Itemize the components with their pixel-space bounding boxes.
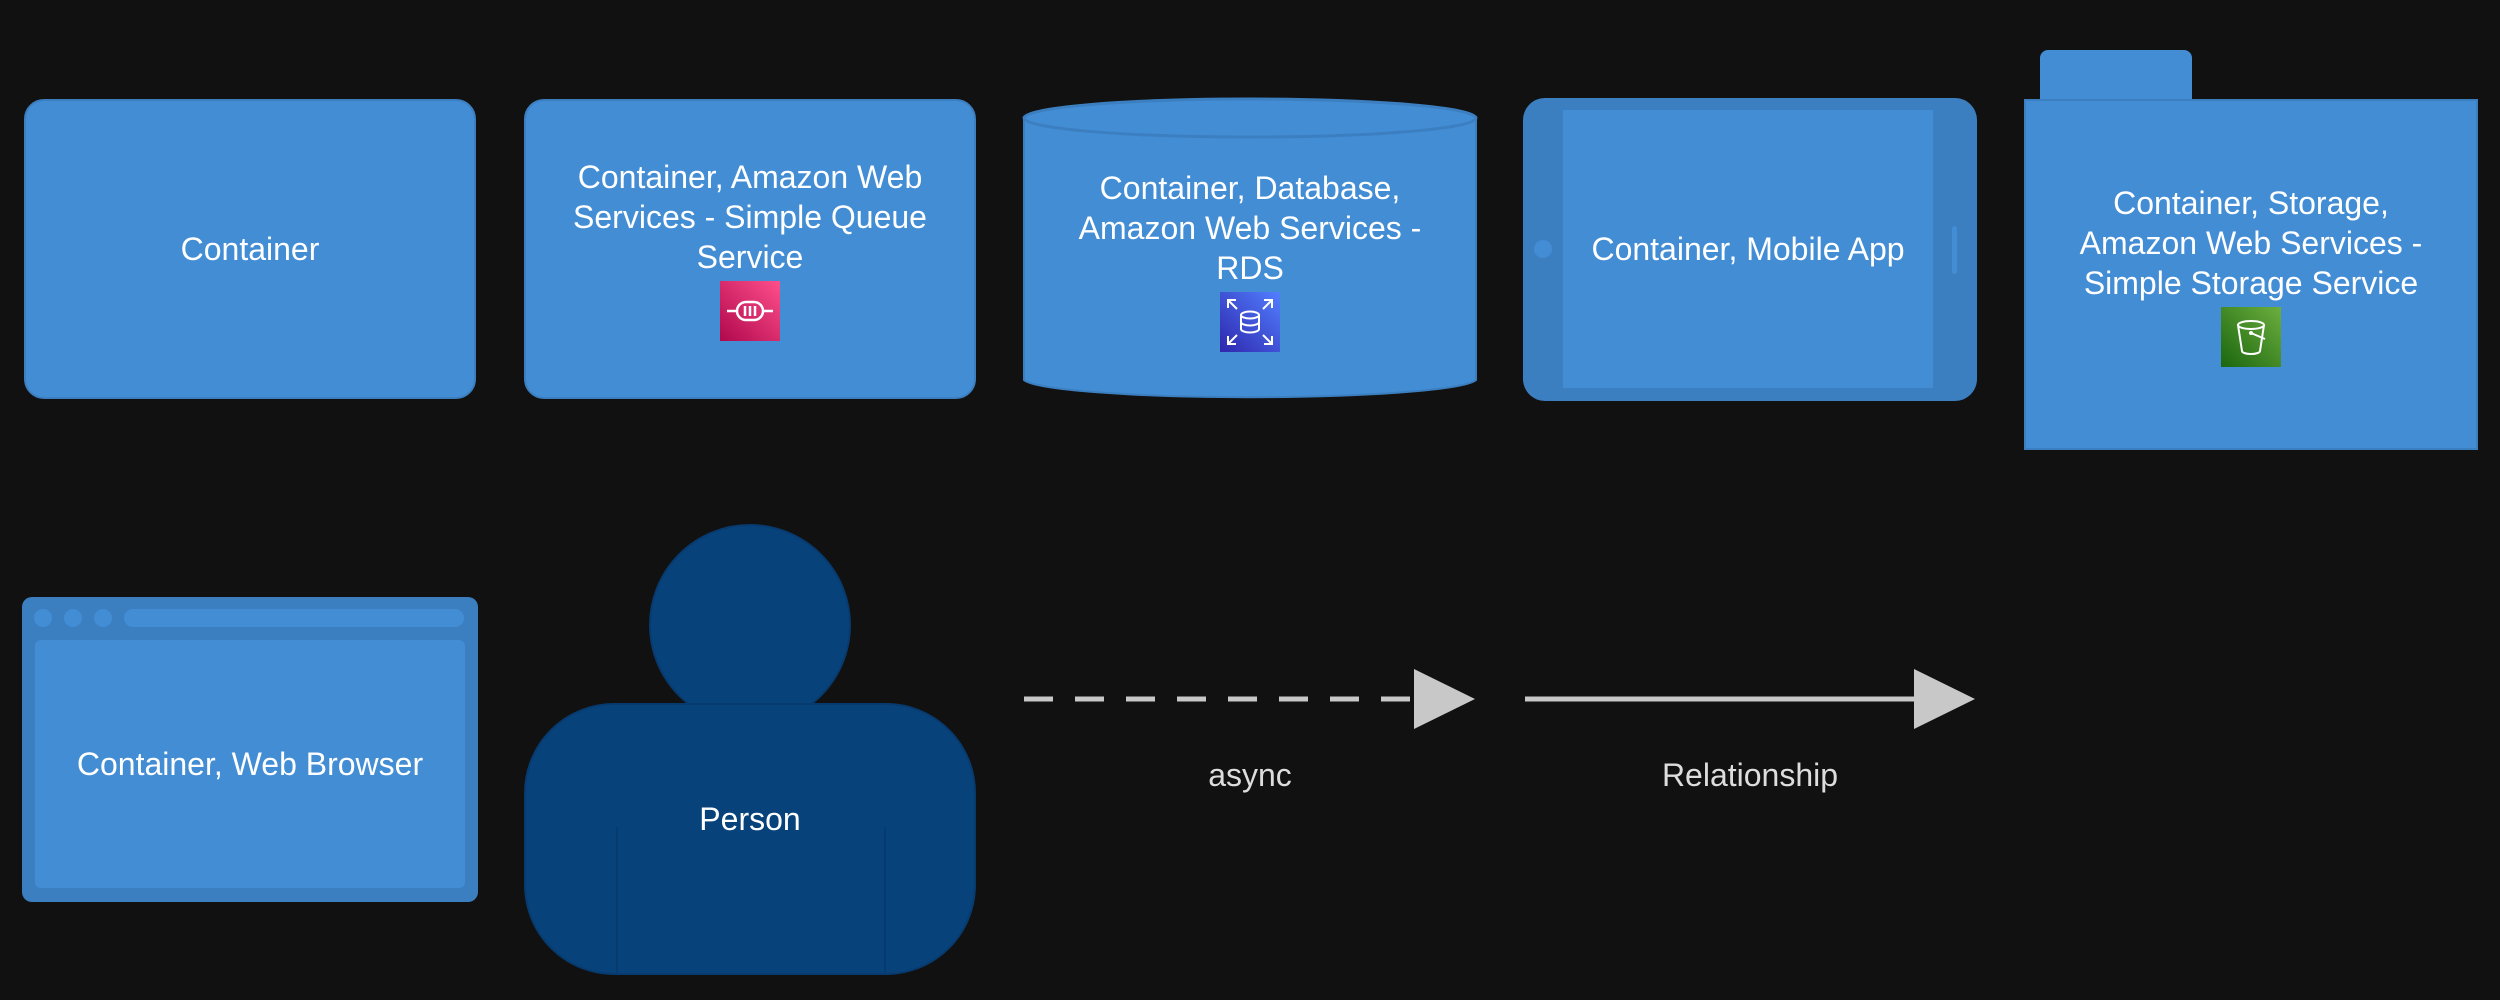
s3-folder-tab	[2040, 50, 2192, 102]
container-label: Container	[180, 231, 320, 267]
mobile-app-frame[interactable]: Container, Mobile App	[1523, 98, 1977, 401]
relationship-label: Relationship	[1661, 757, 1839, 793]
browser-address-bar	[124, 609, 464, 627]
rds-icon	[1220, 292, 1280, 352]
async-arrow-head	[1414, 669, 1475, 729]
s3-bucket-icon	[2221, 306, 2281, 367]
person-arm-left	[616, 827, 618, 973]
rds-container-label: Container, Database, Amazon Web Services…	[1078, 170, 1422, 286]
browser-dot-1	[34, 609, 52, 627]
browser-dot-3	[94, 609, 112, 627]
mobile-side-bar	[1952, 226, 1957, 274]
sqs-container-label: Container, Amazon Web Services - Simple …	[573, 159, 927, 275]
s3-container-node[interactable]: Container, Storage, Amazon Web Services …	[2024, 99, 2478, 450]
person-head	[649, 524, 851, 726]
browser-dot-2	[64, 609, 82, 627]
s3-container-label: Container, Storage, Amazon Web Services …	[2079, 184, 2423, 301]
rds-container-node[interactable]: Container, Database, Amazon Web Services…	[1024, 140, 1476, 380]
browser-viewport: Container, Web Browser	[35, 640, 465, 888]
mobile-app-screen: Container, Mobile App	[1563, 110, 1933, 388]
sqs-icon	[720, 281, 780, 341]
person-body[interactable]: Person	[524, 703, 976, 975]
web-browser-frame[interactable]: Container, Web Browser	[22, 597, 478, 902]
container-node[interactable]: Container	[24, 99, 476, 399]
async-label: async	[1208, 757, 1292, 793]
mobile-home-button	[1534, 240, 1552, 258]
sqs-container-node[interactable]: Container, Amazon Web Services - Simple …	[524, 99, 976, 399]
mobile-app-label: Container, Mobile App	[1591, 231, 1905, 267]
person-arm-right	[884, 827, 886, 973]
relationship-arrow-head	[1914, 669, 1975, 729]
person-label: Person	[699, 801, 801, 837]
web-browser-label: Container, Web Browser	[76, 746, 424, 782]
